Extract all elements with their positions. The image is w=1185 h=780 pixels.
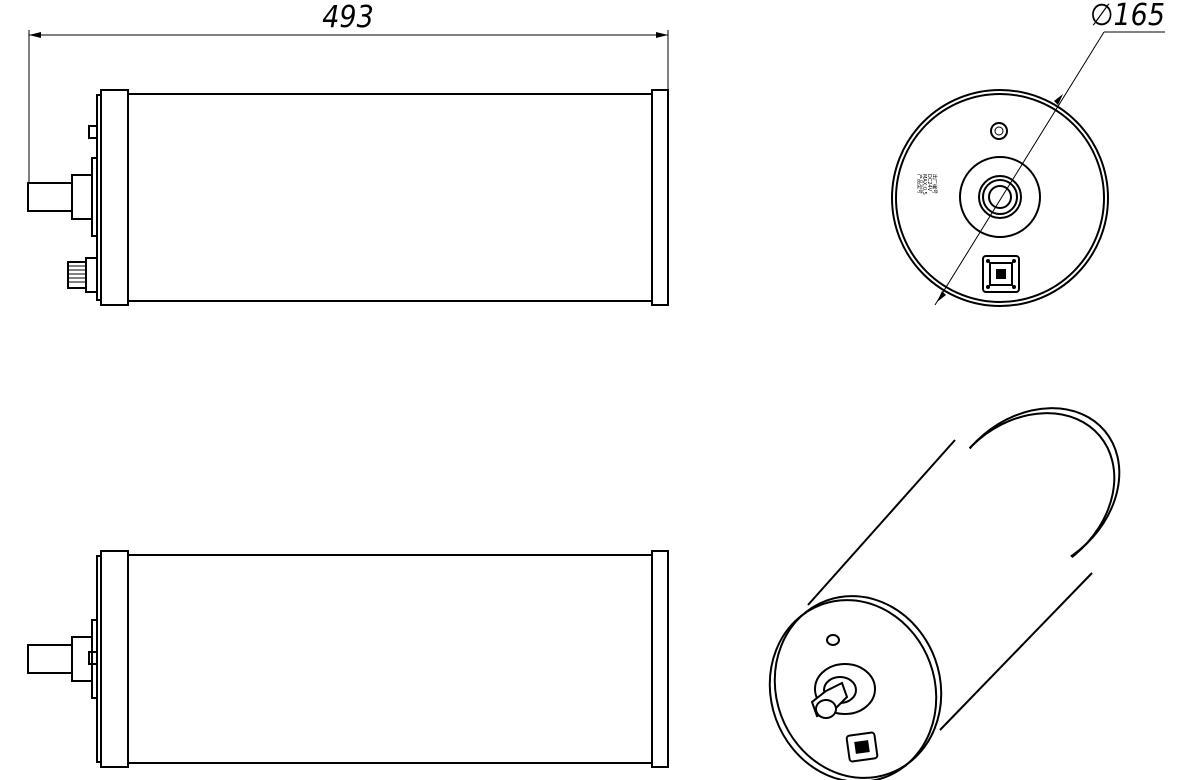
side-view-bottom bbox=[27, 550, 669, 768]
diameter-dimension-label: ∅165 bbox=[1090, 0, 1165, 33]
diameter-dimension: ∅165 bbox=[934, 0, 1165, 306]
side-view-top: 493 bbox=[27, 0, 669, 306]
length-dimension: 493 bbox=[28, 0, 669, 185]
svg-text:产品型号: 产品型号 bbox=[916, 174, 923, 194]
length-dimension-label: 493 bbox=[322, 0, 374, 35]
end-view: 产品型号 MAX:0.5 DC24V 出厂编号 ∅165 bbox=[891, 0, 1165, 307]
svg-text:出厂编号: 出厂编号 bbox=[931, 174, 938, 194]
svg-text:MAX:0.5: MAX:0.5 bbox=[921, 174, 927, 195]
end-plate-text: 产品型号 MAX:0.5 DC24V 出厂编号 bbox=[916, 174, 938, 195]
isometric-view bbox=[768, 407, 1121, 780]
svg-text:DC24V: DC24V bbox=[926, 174, 932, 192]
